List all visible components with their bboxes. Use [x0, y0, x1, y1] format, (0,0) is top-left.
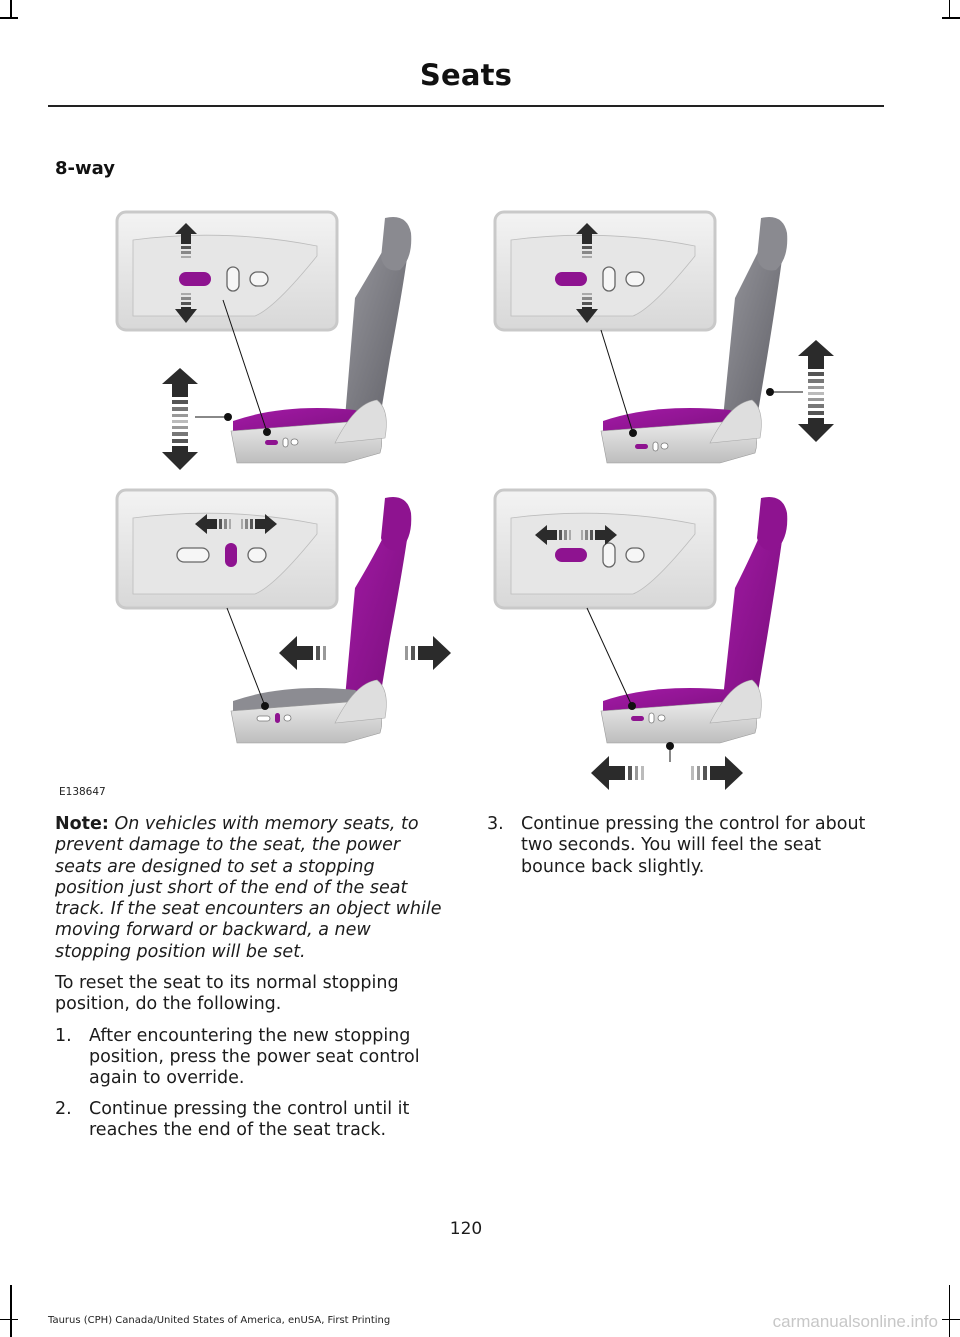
crop-mark — [10, 1285, 12, 1323]
crop-mark — [0, 17, 18, 19]
list-item: 2. Continue pressing the control until i… — [55, 1099, 448, 1142]
crop-mark — [948, 1319, 950, 1337]
seat-adjustment-figure: E138647 — [55, 188, 885, 808]
crop-mark — [10, 1319, 12, 1337]
quadrant-seat-height — [115, 210, 412, 470]
watermark: carmanualsonline.info — [772, 1312, 938, 1331]
right-column: 3. Continue pressing the control for abo… — [487, 814, 887, 887]
crop-mark — [948, 0, 950, 18]
footer-edition: Taurus (CPH) Canada/United States of Ame… — [48, 1315, 391, 1326]
page-number: 120 — [449, 1219, 483, 1239]
quadrant-seat-tilt — [493, 210, 834, 464]
crop-mark — [942, 17, 960, 19]
quadrant-seat-fore-aft-alt — [493, 488, 788, 790]
step-text: Continue pressing the control until it r… — [89, 1098, 410, 1140]
step-number: 2. — [55, 1098, 72, 1119]
page-header: Seats — [48, 58, 884, 92]
intro-paragraph: To reset the seat to its normal stopping… — [55, 973, 399, 1015]
step-text: Continue pressing the control for about … — [521, 814, 866, 877]
step-number: 3. — [487, 814, 504, 834]
crop-mark — [0, 1318, 18, 1320]
left-column: Note: On vehicles with memory seats, to … — [55, 814, 448, 1150]
note: Note: On vehicles with memory seats, to … — [55, 814, 448, 963]
crop-mark — [948, 1285, 950, 1323]
page-title: Seats — [419, 58, 513, 92]
crop-mark — [942, 1318, 960, 1320]
list-item: 3. Continue pressing the control for abo… — [487, 814, 887, 878]
quadrant-seat-fore-aft — [115, 488, 451, 744]
list-item: 1. After encountering the new stopping p… — [55, 1026, 448, 1090]
seat-illustration — [115, 210, 834, 790]
header-rule — [48, 105, 884, 107]
section-heading: 8-way — [55, 158, 115, 179]
step-text: After encountering the new stopping posi… — [89, 1025, 420, 1089]
note-label: Note: — [55, 814, 109, 834]
note-text: On vehicles with memory seats, to preven… — [55, 814, 442, 962]
figure-id: E138647 — [59, 786, 106, 798]
crop-mark — [10, 0, 12, 18]
step-number: 1. — [55, 1025, 72, 1046]
